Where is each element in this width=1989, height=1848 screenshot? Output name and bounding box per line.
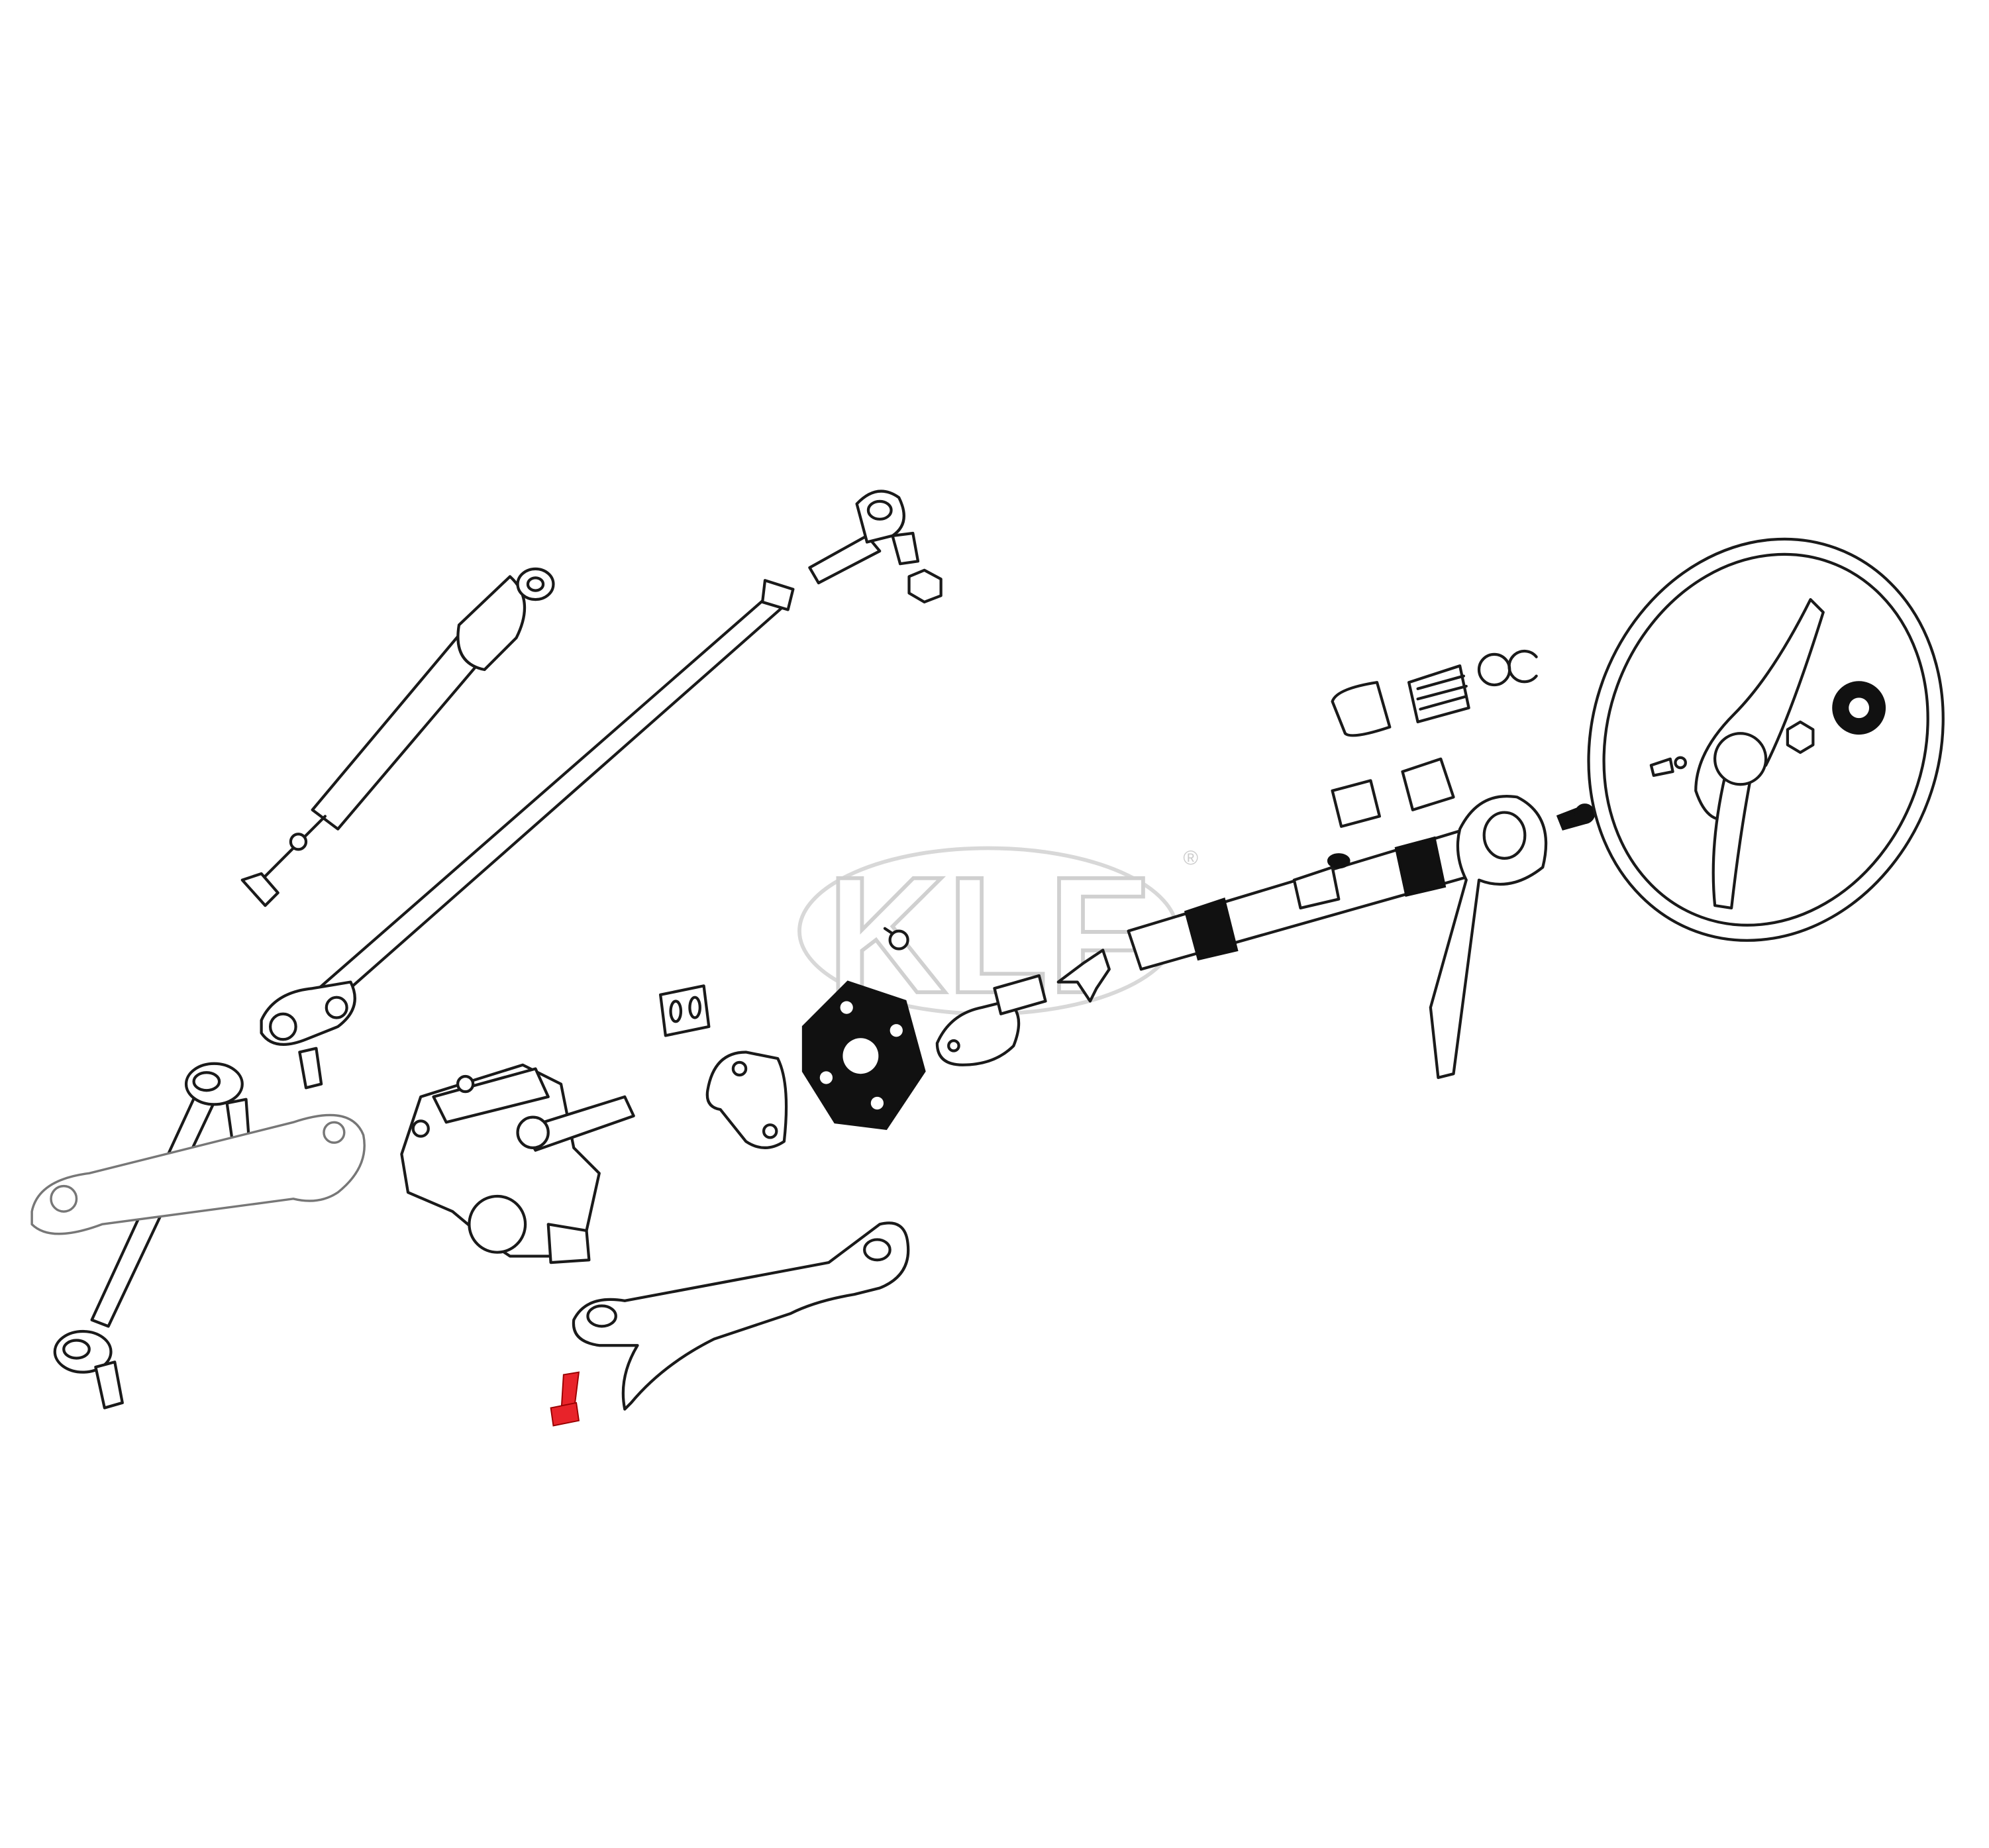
lock-washer: [883, 927, 909, 950]
steering-column-tube: [1127, 827, 1481, 971]
steering-bracket-outline: [30, 1113, 366, 1235]
column-bushings: [1331, 649, 1538, 828]
steering-damper: [240, 567, 555, 907]
column-clip: [1056, 949, 1111, 1003]
clamp-plate: [659, 984, 711, 1037]
steering-wheel: [1587, 537, 1945, 942]
turn-signal-switch: [1429, 795, 1548, 1080]
coupling-flange: [935, 974, 1047, 1066]
svg-text:®: ®: [1183, 846, 1198, 869]
column-screw: [1556, 803, 1596, 831]
flange-housing: [705, 1051, 788, 1149]
pitman-arm: [572, 1221, 910, 1411]
pitman-arm-bolt-highlighted[interactable]: [550, 1371, 580, 1427]
flex-coupling-disc: [801, 980, 926, 1131]
tie-rod-long: [260, 579, 795, 1090]
tie-rod-short: [53, 1062, 250, 1410]
horn-button: [1832, 681, 1886, 735]
tie-rod-end: [808, 489, 943, 604]
steering-gearbox: [400, 1063, 635, 1264]
